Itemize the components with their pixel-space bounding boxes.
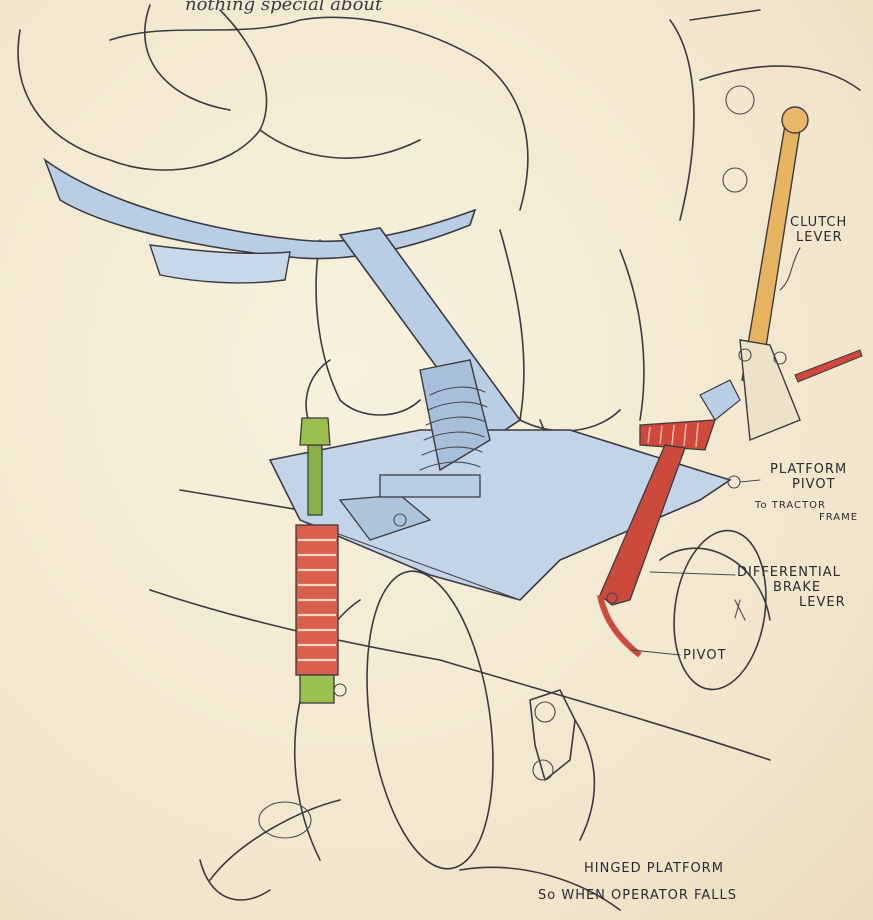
- label-platform-pivot: PLATFORM PIVOT: [770, 463, 847, 493]
- lower-bracket: [530, 690, 594, 840]
- label-differential-brake-lever: DIFFERENTIAL BRAKE LEVER: [737, 566, 846, 611]
- label-line: CLUTCH: [790, 216, 847, 231]
- seat-spring: [380, 360, 490, 497]
- label-line: LEVER: [737, 596, 846, 611]
- drive-wheel-outline: [200, 563, 620, 910]
- label-hinged-platform: HINGED PLATFORM So WHEN OPERATOR FALLS: [578, 862, 737, 904]
- label-line: LEVER: [790, 231, 847, 246]
- label-to-tractor-frame: To TRACTOR FRAME: [755, 500, 858, 523]
- top-handwritten-note: nothing special about: [185, 0, 382, 15]
- label-line: FRAME: [755, 512, 858, 524]
- label-line: So WHEN OPERATOR FALLS: [538, 889, 737, 904]
- label-line: To TRACTOR: [755, 500, 858, 512]
- label-line: PIVOT: [770, 478, 847, 493]
- label-line: DIFFERENTIAL: [737, 566, 846, 581]
- label-clutch-lever: CLUTCH LEVER: [790, 216, 847, 246]
- label-line: PLATFORM: [770, 463, 847, 478]
- clutch-lever: [739, 107, 862, 440]
- label-pivot: PIVOT: [683, 649, 727, 664]
- label-line: HINGED PLATFORM: [578, 862, 737, 877]
- label-line: BRAKE: [737, 581, 846, 596]
